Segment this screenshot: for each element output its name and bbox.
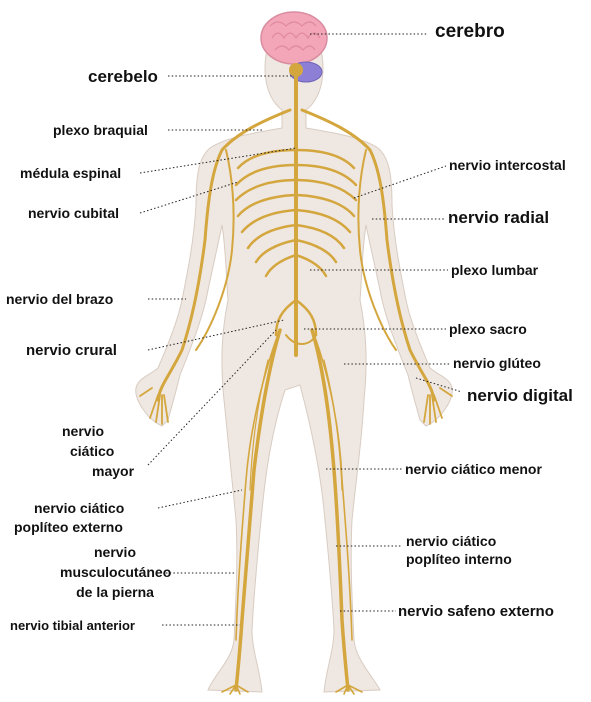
label-line: nervio ciático	[34, 499, 124, 518]
label-line: de la pierna	[60, 582, 170, 602]
label-line: poplíteo externo	[14, 518, 124, 537]
label-line: mayor	[62, 461, 134, 481]
label-plexo-lumbar: plexo lumbar	[451, 262, 538, 279]
label-cerebelo: cerebelo	[88, 67, 158, 87]
label-line: poplíteo interno	[406, 550, 512, 568]
label-line: nervio	[62, 421, 134, 441]
label-nervio-radial: nervio radial	[448, 208, 549, 228]
label-nervio-gluteo: nervio glúteo	[453, 355, 541, 372]
label-line: musculocutáneo	[60, 562, 170, 582]
label-nervio-ciatico-mayor: nervio ciático mayor	[62, 421, 134, 481]
label-nervio-musculocutaneo: nervio musculocutáneo de la pierna	[60, 542, 170, 602]
label-nervio-ciatico-popliteo-interno: nervio ciático poplíteo interno	[406, 532, 512, 568]
label-nervio-ciatico-menor: nervio ciático menor	[405, 461, 542, 478]
label-line: nervio ciático	[406, 532, 512, 550]
label-line: nervio	[60, 542, 170, 562]
label-medula-espinal: médula espinal	[20, 165, 121, 182]
label-nervio-crural: nervio crural	[26, 342, 117, 360]
label-nervio-cubital: nervio cubital	[28, 205, 119, 222]
label-nervio-intercostal: nervio intercostal	[449, 157, 566, 174]
label-cerebro: cerebro	[435, 21, 505, 43]
label-plexo-sacro: plexo sacro	[449, 321, 527, 338]
label-nervio-del-brazo: nervio del brazo	[6, 291, 113, 308]
label-plexo-braquial: plexo braquial	[53, 122, 148, 139]
label-nervio-tibial-anterior: nervio tibial anterior	[10, 618, 135, 633]
brain-shape	[261, 12, 327, 64]
label-nervio-digital: nervio digital	[467, 386, 573, 406]
label-nervio-ciatico-popliteo-externo: nervio ciático poplíteo externo	[34, 499, 124, 537]
label-nervio-safeno-externo: nervio safeno externo	[398, 603, 554, 621]
label-line: ciático	[62, 441, 134, 461]
